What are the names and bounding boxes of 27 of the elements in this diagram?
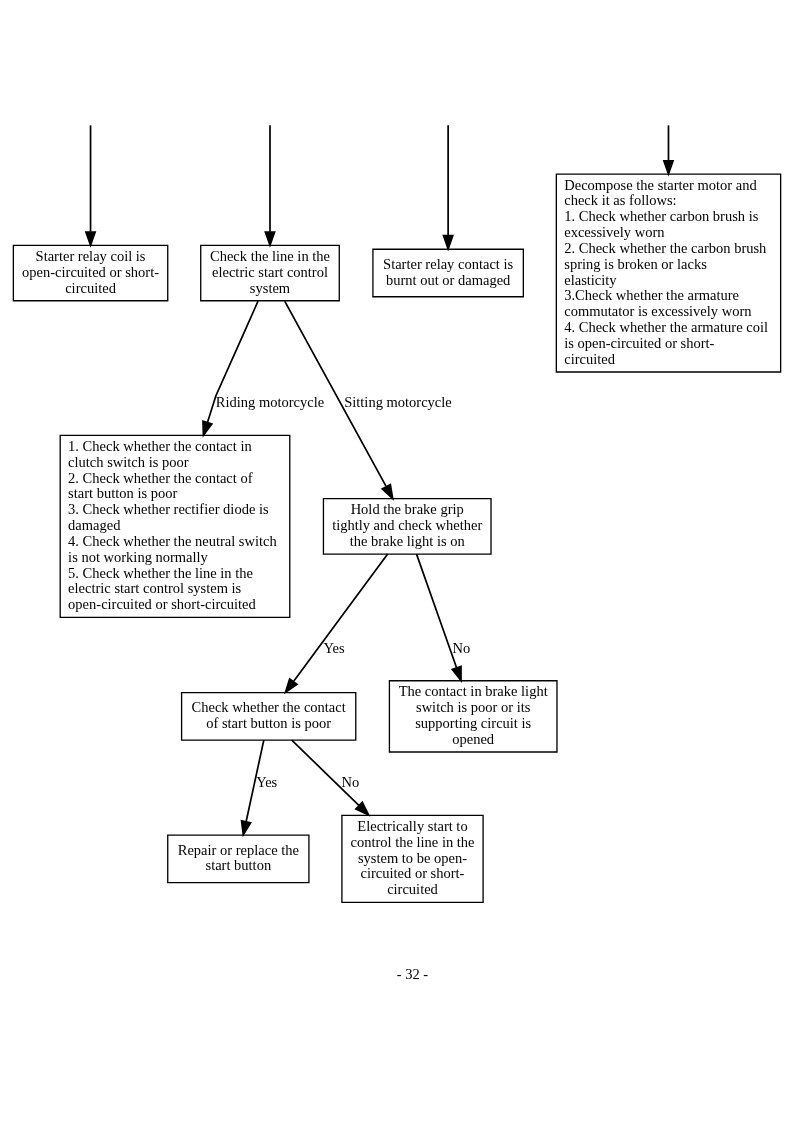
arrow — [290, 738, 371, 817]
node-box: Check whether the contact of start button is poor — [180, 691, 357, 741]
node-box: The contact in brake light switch is poor or its supporting circuit is opened — [388, 679, 558, 753]
arrow — [202, 299, 259, 438]
arrow — [662, 123, 675, 177]
edge-label: No — [452, 639, 471, 656]
node-box: Electrically start to control the line in the system to be open-circuited or short-circuited — [341, 814, 484, 903]
node-box: Starter relay coil is open-circuited or short-circuited — [12, 244, 169, 301]
arrow — [264, 123, 276, 248]
edge-label: Riding motorcycle — [215, 393, 325, 410]
edge-label: No — [341, 773, 360, 790]
arrow — [442, 123, 454, 251]
edge-label: Sitting motorcycle — [344, 393, 452, 410]
arrow — [283, 299, 394, 501]
node-box: Repair or replace the start button — [167, 833, 310, 883]
arrow — [284, 552, 389, 694]
node-box: Check the line in the electric start control system — [200, 244, 340, 301]
node-box: Decompose the starter motor and check it as follows: 1. Check whether carbon brush is excessively worn 2. Check whether the carbon brush spring is broken or lacks elasticity 3.Check whether the armature commutator is excessively worn 4. Check whether the armature coil is open-circuited or short-circuited — [555, 172, 782, 373]
node-box: Hold the brake grip tightly and check whether the brake light is on — [322, 497, 492, 555]
arrow — [84, 123, 97, 248]
node-box: 1. Check whether the contact in clutch switch is poor 2. Check whether the contact of start button is poor 3. Check whether rectifier diode is damaged 4. Check whether the neutral switch is not working normally 5. Check whether the line in the electric start control system is open-circuited or short-circuited — [59, 434, 291, 618]
arrow — [240, 738, 265, 837]
label: - 32 - — [396, 965, 429, 982]
arrow — [415, 552, 462, 683]
edge-label: Yes — [256, 773, 278, 790]
node-box: Starter relay contact is burnt out or damaged — [372, 248, 524, 297]
edge-label: Yes — [323, 639, 345, 656]
